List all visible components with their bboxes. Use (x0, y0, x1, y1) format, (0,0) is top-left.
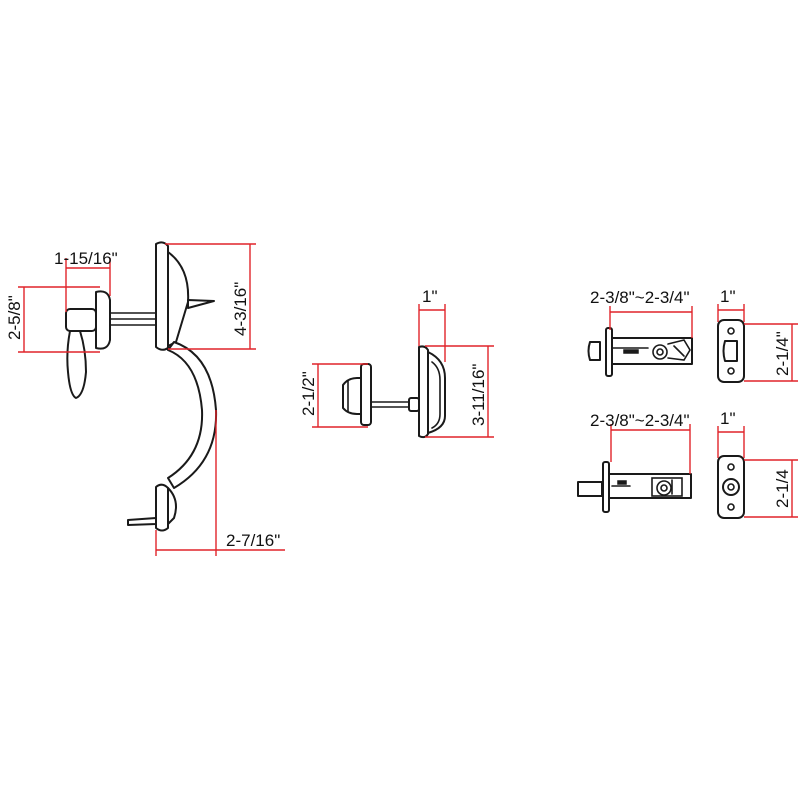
exterior-rose (418, 345, 429, 439)
dim-exterior-rose-height: 3-11/16" (469, 364, 488, 426)
latch-bolt-bottom (577, 481, 603, 497)
faceplate-top-drawing (717, 319, 745, 383)
dim-top-backset: 2-3/8"~2-3/4" (590, 288, 690, 307)
faceplate-bottom-drawing (717, 455, 745, 519)
latch-top-dimensions: 2-3/8"~2-3/4" (590, 288, 693, 338)
top-plate (155, 241, 169, 351)
dim-top-faceplate-height: 2-1/4" (773, 331, 792, 376)
bottom-body (167, 487, 177, 525)
faceplate-bottom-dimensions: 1" 2-1/4 (717, 409, 798, 518)
dim-bottom-backset: 2-3/8"~2-3/4" (590, 411, 690, 430)
dim-bottom-faceplate-width: 1" (720, 409, 736, 428)
lever (66, 330, 87, 399)
latch-slot-top (623, 349, 639, 354)
faceplate-bottom-opening (722, 478, 740, 496)
exterior-rose-body (427, 351, 446, 434)
handleset-drawing (65, 241, 218, 532)
exterior-rose-inner (431, 361, 441, 429)
faceplate-top-dimensions: 1" 2-1/4" (717, 287, 798, 382)
thumbturn (342, 377, 362, 415)
grip (167, 341, 218, 489)
bottom-plate (155, 483, 169, 532)
handleset-dimensions: 1-15/16" 2-5/8" 4-3/16" 2-7/16" (5, 243, 285, 556)
interior-rose-plate (360, 363, 372, 426)
latch-top-drawing (587, 327, 693, 377)
interior-rose (95, 290, 111, 350)
dim-thumbturn-rose-height: 2-1/2" (299, 371, 318, 416)
thumb-body (167, 251, 190, 347)
latch-bolt-top (587, 341, 601, 361)
dim-exterior-rose-depth: 1" (422, 287, 438, 306)
latch-bottom-drawing (577, 461, 692, 513)
cylinder-collar (408, 397, 420, 412)
dim-top-faceplate-width: 1" (720, 287, 736, 306)
dim-thumb-projection: 1-15/16" (54, 249, 118, 268)
latch-bottom-dimensions: 2-3/8"~2-3/4" (590, 411, 691, 474)
deadbolt-drawing (342, 345, 446, 439)
thumb-lever (187, 299, 215, 309)
dim-bottom-faceplate-height: 2-1/4 (773, 469, 792, 508)
dim-grip-projection: 2-7/16" (226, 531, 280, 550)
faceplate-top-opening (722, 340, 738, 362)
lever-hub (65, 308, 97, 332)
deadbolt-dimensions: 2-1/2" 1" 3-11/16" (299, 287, 494, 438)
dim-top-plate-height: 4-3/16" (231, 282, 250, 336)
dim-lever-rose-height: 2-5/8" (5, 295, 24, 340)
bottom-post (127, 517, 157, 526)
